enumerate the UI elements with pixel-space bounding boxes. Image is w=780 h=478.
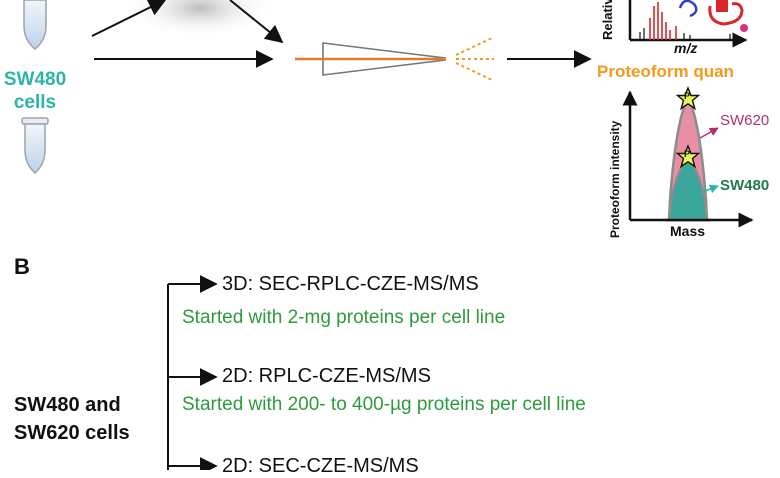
ms-blue-loop-icon [678, 0, 698, 18]
cell-label: SW480 cells [0, 68, 70, 114]
star-top-icon [675, 86, 701, 111]
quant-ylabel: Proteoform intensity [608, 120, 622, 238]
workflow-2d-rplc-method: 2D: RPLC-CZE-MS/MS [222, 365, 431, 387]
ms-red-block [716, 0, 728, 12]
ms-peaks [649, 2, 677, 40]
cze-emitter-icon [295, 37, 494, 81]
series-sw620-label: SW620 [720, 112, 770, 129]
ms-red-loop-icon [708, 2, 744, 26]
cells-line2: SW620 cells [14, 422, 130, 444]
ms-pink-dot [740, 24, 748, 32]
workflow-3d-method: 3D: SEC-RPLC-CZE-MS/MS [222, 273, 479, 295]
quant-title: Proteoform quan [597, 62, 734, 81]
cells-line1: SW480 and [14, 394, 121, 416]
panel-b-cells-label: SW480 and SW620 cells [14, 391, 130, 447]
sample-tube-top-icon [23, 0, 47, 50]
workflow-2d-sec-method: 2D: SEC-CZE-MS/MS [222, 455, 419, 477]
series-sw480-label: SW480 [720, 177, 770, 194]
panel-b-letter: B [14, 254, 30, 279]
cell-label-line1: SW480 [3, 69, 67, 90]
workflow-2d-rplc-note: Started with 200- to 400-µg proteins per… [182, 394, 586, 415]
arrow-down-right [229, 0, 284, 44]
sample-tube-bottom-icon [21, 117, 49, 175]
sw620-pointer [699, 127, 719, 139]
ms-ylabel: Relative [600, 0, 615, 40]
workflow-bracket [167, 275, 218, 470]
star-mid-text: P [684, 149, 691, 159]
star-top-text: P [684, 91, 691, 101]
star-mid-icon [675, 144, 701, 169]
quant-xlabel: Mass [670, 223, 706, 239]
cell-label-line2: cells [13, 92, 57, 113]
arrow-up-right [91, 0, 167, 37]
sw480-pointer [699, 184, 719, 194]
quant-plot [622, 86, 754, 228]
ms-xlabel: m/z [674, 40, 698, 56]
ms-spectrum-plot [628, 0, 748, 48]
workflow-3d-note: Started with 2-mg proteins per cell line [182, 307, 506, 328]
